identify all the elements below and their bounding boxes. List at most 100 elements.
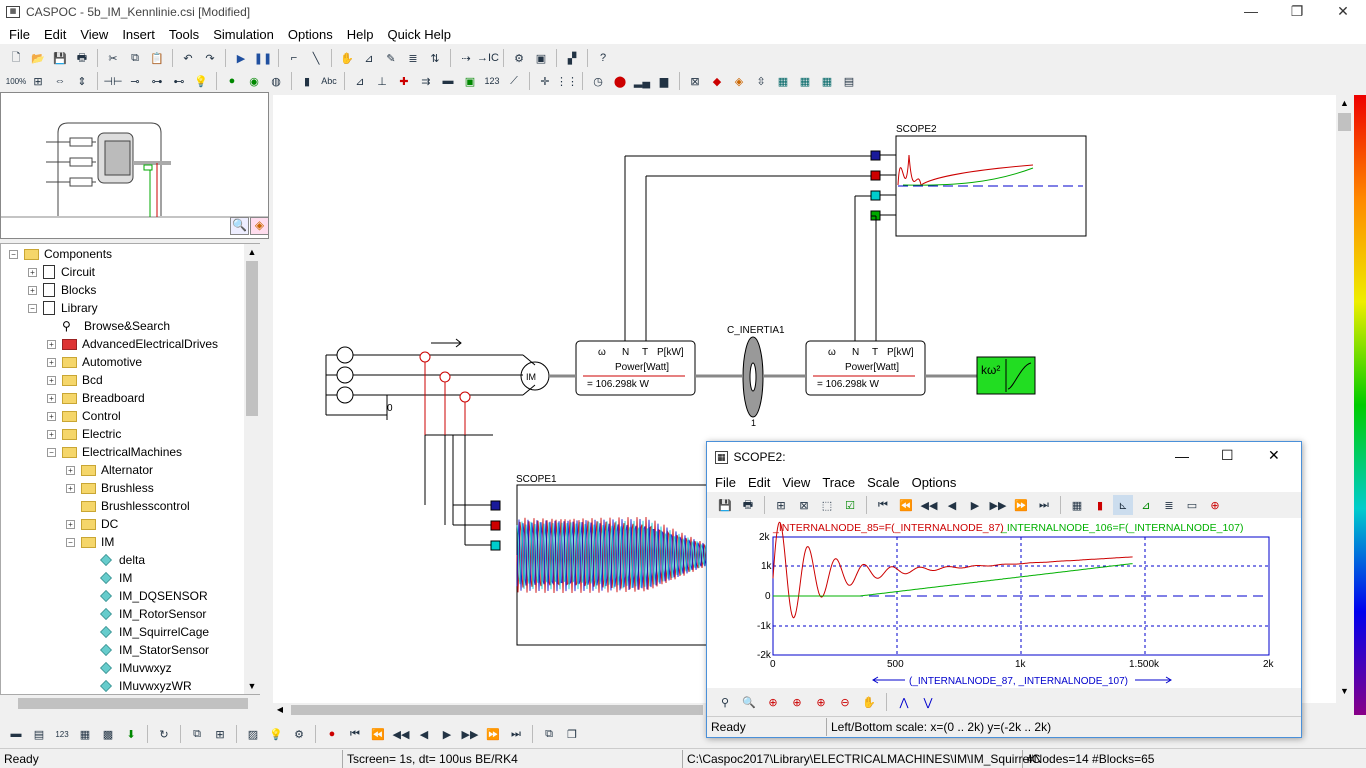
menu-insert[interactable]: Insert: [122, 26, 155, 42]
scope-menu-scale[interactable]: Scale: [867, 474, 900, 490]
tree-item[interactable]: IMuvwxyzWR: [1, 677, 259, 695]
scope-check-icon[interactable]: ☑: [845, 499, 855, 512]
resistor-icon[interactable]: ⊶: [151, 75, 163, 88]
scope-maximize-icon[interactable]: ☐: [1221, 447, 1234, 463]
scroll-up-icon[interactable]: ▲: [247, 247, 257, 257]
source-block-icon[interactable]: ▣: [464, 75, 476, 88]
tree-item[interactable]: +Control: [1, 407, 259, 425]
export-icon[interactable]: ⇢: [461, 52, 471, 65]
download-icon[interactable]: ⬇: [126, 728, 136, 741]
expand-icon[interactable]: +: [28, 285, 37, 295]
canvas-vscroll-thumb[interactable]: [1338, 113, 1351, 131]
collapse-icon[interactable]: −: [9, 249, 18, 259]
scope-valley-icon[interactable]: ⋁: [923, 696, 933, 709]
scope-fit-icon[interactable]: ⊞: [776, 499, 786, 512]
scope-zoom-y-icon[interactable]: ⊕: [792, 696, 802, 709]
canvas-vscrollbar[interactable]: ▲ ▼: [1336, 95, 1353, 703]
scope-plot-area[interactable]: _INTERNALNODE_85=F(_INTERNALNODE_87) _IN…: [707, 518, 1301, 688]
palette-small-icon[interactable]: ◈: [250, 217, 269, 235]
tree-item[interactable]: IM_SquirrelCage: [1, 623, 259, 641]
scope-list-icon[interactable]: ≣: [1164, 499, 1174, 512]
play-icon[interactable]: ▶: [442, 728, 452, 741]
layout-icon[interactable]: ▞: [567, 52, 577, 65]
pause-icon[interactable]: ❚❚: [253, 52, 273, 65]
scope-select-icon[interactable]: ⬚: [821, 499, 833, 512]
fit-width-icon[interactable]: ⇔: [54, 75, 66, 87]
tree-item[interactable]: +Automotive: [1, 353, 259, 371]
tree-item[interactable]: +Breadboard: [1, 389, 259, 407]
scope-skip-start-icon[interactable]: ⏮: [878, 498, 888, 511]
new-file-icon[interactable]: 🗋: [11, 51, 21, 64]
paste-icon[interactable]: 📋: [150, 52, 164, 65]
lightbulb-icon[interactable]: 💡: [269, 728, 283, 741]
edit-block-icon[interactable]: ✎: [386, 52, 396, 65]
tree-item[interactable]: +Electric: [1, 425, 259, 443]
scope-menu-options[interactable]: Options: [911, 474, 957, 490]
scope-menu-view[interactable]: View: [782, 474, 811, 490]
stop-icon[interactable]: ⬤: [613, 75, 627, 88]
tree-item[interactable]: +DC: [1, 515, 259, 533]
motor-multi-icon[interactable]: ◉: [249, 75, 259, 88]
scope-rewind-icon[interactable]: ◀◀: [920, 499, 938, 512]
close-button[interactable]: ✕: [1337, 3, 1349, 19]
refresh-icon[interactable]: ↻: [159, 728, 169, 741]
motor-green-icon[interactable]: ●: [228, 75, 236, 87]
node-icon[interactable]: ✚: [399, 75, 409, 88]
tree-item[interactable]: IM_RotorSensor: [1, 605, 259, 623]
menu-help[interactable]: Help: [346, 26, 374, 42]
scope-xy-icon[interactable]: ⊾: [1113, 495, 1133, 515]
tree-item[interactable]: +Circuit: [1, 263, 259, 281]
skip-end-icon[interactable]: ⏭: [511, 727, 521, 740]
table-icon[interactable]: ▤: [843, 75, 855, 88]
scope-binoculars-icon[interactable]: ⚲: [720, 696, 730, 709]
tree-item[interactable]: IMuvwxyz: [1, 659, 259, 677]
scope-menu-file[interactable]: File: [715, 474, 736, 490]
meter-icon[interactable]: ⊥: [377, 75, 387, 88]
menu-edit[interactable]: Edit: [43, 26, 67, 42]
tree-item[interactable]: +Brushless: [1, 479, 259, 497]
machine-icon[interactable]: ◍: [271, 75, 281, 88]
redo-icon[interactable]: ↷: [205, 52, 215, 65]
scope-target-icon[interactable]: ⊕: [1210, 499, 1220, 512]
tree-scrollbar[interactable]: ▲ ▼: [244, 244, 260, 694]
minimize-button[interactable]: —: [1244, 3, 1258, 19]
image-icon[interactable]: ▨: [247, 728, 259, 741]
preview-pane[interactable]: 🔍 ◈: [0, 92, 269, 239]
collapse-icon[interactable]: −: [28, 303, 37, 313]
color-blocks-icon[interactable]: ◆: [712, 75, 722, 88]
menu-file[interactable]: File: [9, 26, 30, 42]
table-view-icon[interactable]: ▤: [33, 728, 45, 741]
library-icon[interactable]: ▣: [535, 52, 547, 65]
tree-item[interactable]: Brushlesscontrol: [1, 497, 259, 515]
collapse-icon[interactable]: −: [47, 447, 56, 457]
tree-item[interactable]: IM_StatorSensor: [1, 641, 259, 659]
expand-icon[interactable]: +: [47, 411, 56, 421]
scope-menu-trace[interactable]: Trace: [822, 474, 856, 490]
probe-icon[interactable]: ╲: [312, 52, 320, 65]
tree-scroll-thumb[interactable]: [246, 261, 258, 416]
scope-window-icon2[interactable]: ▭: [1186, 499, 1198, 512]
record-icon[interactable]: ●: [328, 728, 336, 740]
undo-icon[interactable]: ↶: [183, 52, 193, 65]
layers-icon[interactable]: ⧉: [193, 727, 201, 740]
power2-block[interactable]: [805, 340, 926, 396]
scope-skip-end-icon[interactable]: ⏭: [1039, 498, 1049, 511]
power1-block[interactable]: [575, 340, 696, 396]
hand-icon[interactable]: ✋: [340, 52, 354, 65]
level-icon[interactable]: ▂▄: [633, 75, 651, 88]
step-back-icon[interactable]: ◀: [419, 728, 429, 741]
tree-item[interactable]: +Blocks: [1, 281, 259, 299]
skip-start-icon[interactable]: ⏮: [350, 727, 360, 740]
ramp-icon[interactable]: ⟋: [510, 74, 518, 87]
collapse-icon[interactable]: −: [66, 537, 75, 547]
sort-icon[interactable]: ⇅: [430, 52, 440, 65]
tree-item[interactable]: +Alternator: [1, 461, 259, 479]
expand-icon[interactable]: +: [28, 267, 37, 277]
menu-view[interactable]: View: [80, 26, 109, 42]
clock-icon[interactable]: ◷: [593, 75, 603, 88]
expand-icon[interactable]: +: [66, 519, 75, 529]
tree-item[interactable]: −ElectricalMachines: [1, 443, 259, 461]
magnify-icon[interactable]: 🔍: [230, 217, 249, 235]
scope-back-icon[interactable]: ◀: [947, 499, 957, 512]
tree-item[interactable]: −Library: [1, 299, 259, 317]
